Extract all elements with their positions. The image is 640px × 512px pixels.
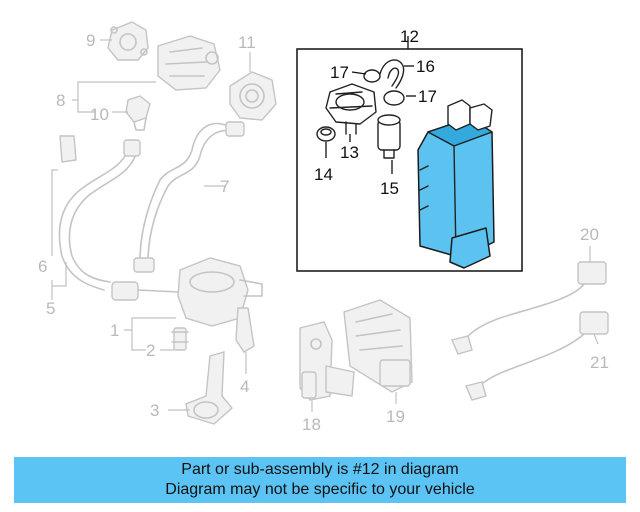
callout-2: 2 [146, 341, 155, 360]
part-18-bracket [299, 321, 355, 401]
callout-18: 18 [302, 415, 321, 434]
part-16-hose [379, 59, 405, 89]
assembly-12-box [296, 36, 523, 272]
callout-9: 9 [86, 31, 95, 50]
callout-17-lower: 17 [418, 87, 437, 106]
part-13-valve [325, 83, 377, 135]
part-2-fitting [171, 327, 189, 351]
canister-highlight [417, 99, 495, 269]
callout-3: 3 [150, 401, 159, 420]
part-19-plate [343, 299, 413, 393]
part-3-bracket [185, 351, 233, 425]
callout-4: 4 [240, 377, 249, 396]
part-8-valve [157, 35, 221, 91]
part-15-filter [377, 114, 401, 159]
caption-line-2: Diagram may not be specific to your vehi… [165, 481, 475, 498]
part-21-sensor [465, 311, 609, 401]
callout-21: 21 [590, 353, 609, 372]
part-17-clamp-upper [363, 69, 381, 83]
part-7-hose [133, 121, 245, 273]
callout-12: 12 [400, 27, 419, 46]
caption-line-1: Part or sub-assembly is #12 in diagram [181, 461, 459, 478]
part-17-clamp-lower [383, 90, 405, 106]
callout-8: 8 [56, 91, 65, 110]
caption-banner: Part or sub-assembly is #12 in diagram D… [14, 457, 626, 503]
callout-19: 19 [386, 407, 405, 426]
part-10-sensor [125, 95, 151, 131]
part-4-clip [235, 307, 255, 353]
callout-10: 10 [90, 105, 109, 124]
part-11-housing [229, 71, 277, 121]
callout-7: 7 [220, 177, 229, 196]
part-6-hose [58, 135, 141, 291]
callout-20: 20 [580, 225, 599, 244]
grey-leaders [51, 39, 599, 412]
callout-16: 16 [416, 57, 435, 76]
callout-13: 13 [340, 143, 359, 162]
part-20-sensor [451, 261, 607, 355]
part-14-cap [316, 126, 336, 142]
callout-5: 5 [46, 299, 55, 318]
callout-1: 1 [110, 321, 119, 340]
callout-11: 11 [238, 33, 256, 52]
callout-6: 6 [38, 257, 47, 276]
parts-diagram: 9 8 10 11 7 6 5 1 2 3 4 18 19 20 21 12 [38, 21, 609, 434]
callout-15: 15 [380, 179, 399, 198]
dark-leaders [325, 65, 416, 174]
callout-14: 14 [314, 165, 333, 184]
callout-17-upper: 17 [330, 63, 349, 82]
part-9-flange [107, 21, 149, 61]
